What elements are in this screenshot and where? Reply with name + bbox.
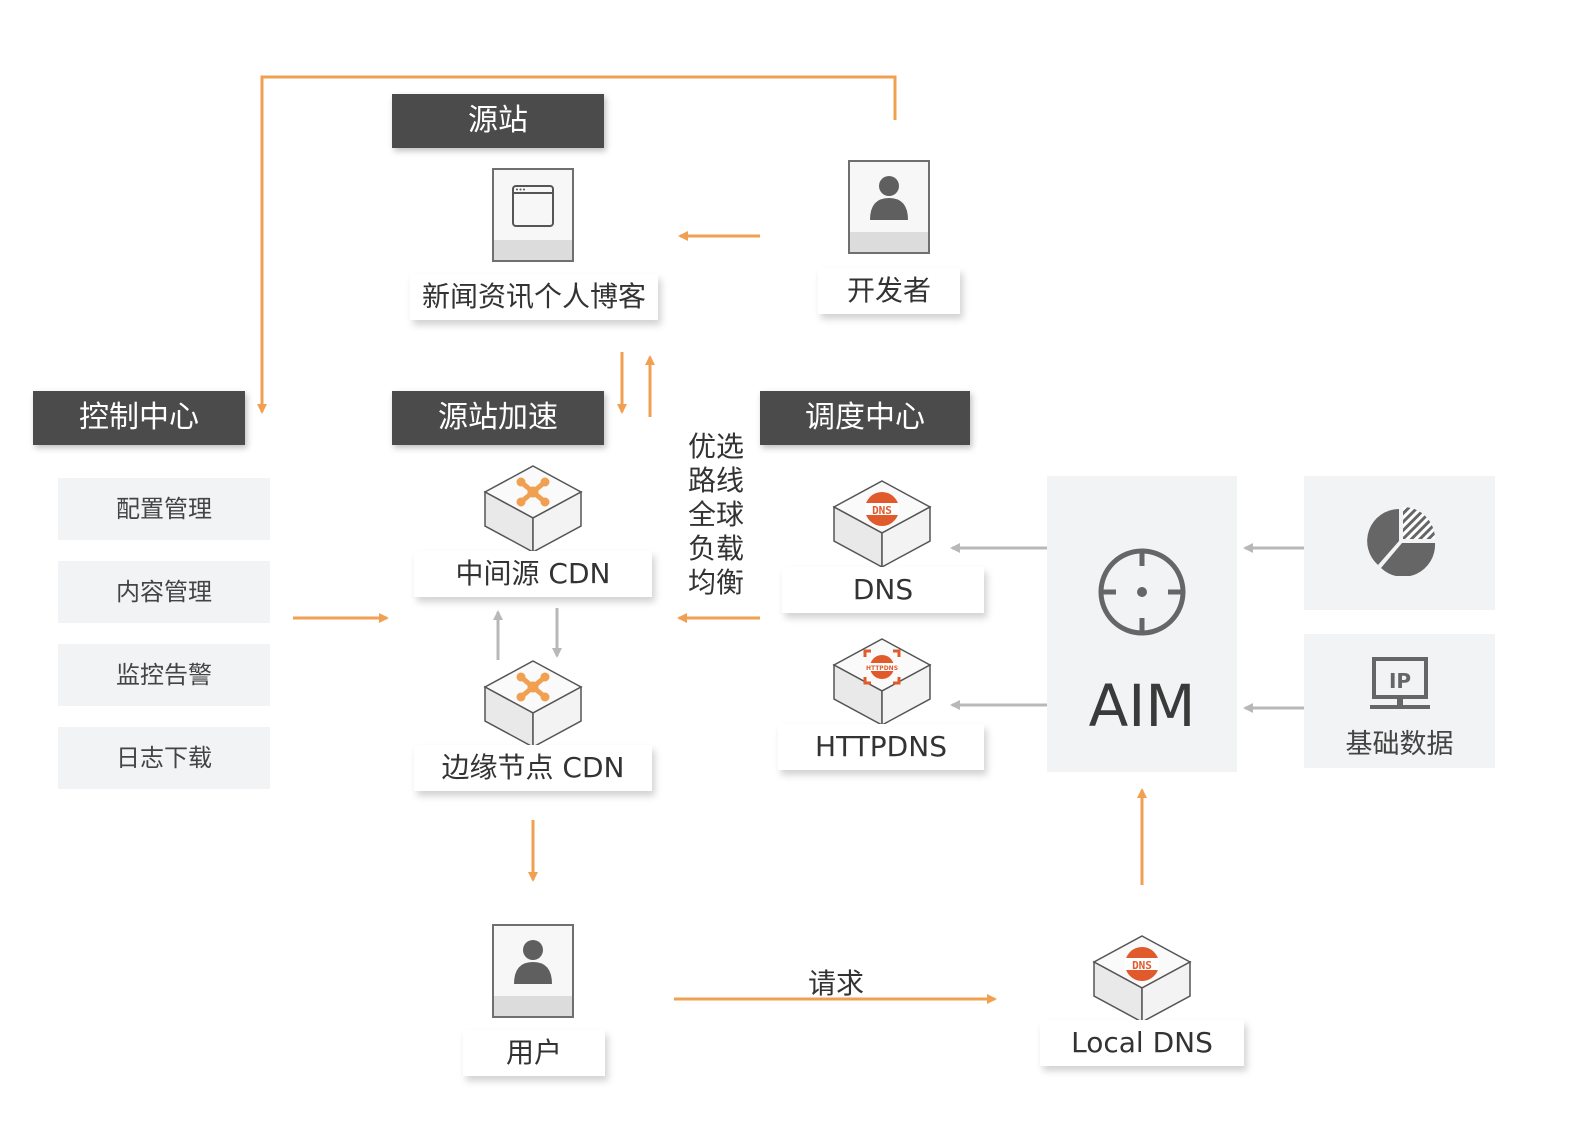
- stats-box: [1304, 476, 1495, 610]
- local-dns-node-icon: DNS: [1092, 935, 1192, 1024]
- dns-icon-text: DNS: [872, 504, 892, 517]
- httpdns-label: HTTPDNS: [778, 724, 984, 770]
- origin-panel-title: 源站: [392, 94, 604, 148]
- menu-content-management[interactable]: 内容管理: [58, 561, 270, 623]
- pie-chart-icon: [1367, 507, 1436, 576]
- control-center-title: 控制中心: [33, 391, 245, 445]
- developer-label: 开发者: [818, 268, 960, 314]
- request-label: 请求: [808, 967, 865, 1000]
- local-dns-label: Local DNS: [1040, 1020, 1244, 1066]
- dns-node-icon: DNS: [832, 480, 932, 569]
- aim-label: AIM: [1088, 672, 1196, 740]
- httpdns-icon-text: HTTPDNS: [866, 665, 898, 672]
- routing-line-4: 负载: [687, 532, 744, 565]
- edge-cdn-label: 边缘节点 CDN: [414, 745, 652, 791]
- origin-acceleration-title: 源站加速: [392, 391, 604, 445]
- browser-window-icon: [492, 168, 574, 262]
- routing-label: 优选 路线 全球 负载 均衡: [686, 430, 746, 600]
- httpdns-node-icon: HTTPDNS: [832, 638, 932, 727]
- origin-label: 新闻资讯个人博客: [410, 274, 658, 320]
- user-icon: [492, 924, 574, 1018]
- browser-window-glyph: [512, 185, 554, 227]
- routing-line-5: 均衡: [687, 566, 744, 599]
- dns-label: DNS: [782, 567, 984, 613]
- routing-line-3: 全球: [687, 498, 744, 531]
- mid-cdn-label: 中间源 CDN: [414, 551, 652, 597]
- menu-config-management[interactable]: 配置管理: [58, 478, 270, 540]
- local-dns-icon-text: DNS: [1132, 959, 1152, 972]
- routing-line-2: 路线: [687, 464, 744, 497]
- scheduling-center-title: 调度中心: [760, 391, 970, 445]
- crosshair-icon: [1098, 548, 1186, 636]
- edge-cdn-node-icon: [483, 660, 583, 749]
- routing-line-1: 优选: [687, 430, 744, 463]
- menu-log-download[interactable]: 日志下载: [58, 727, 270, 789]
- base-data-label: 基础数据: [1345, 729, 1454, 760]
- menu-monitoring-alerts[interactable]: 监控告警: [58, 644, 270, 706]
- mid-cdn-node-icon: [483, 465, 583, 554]
- ip-icon-text: IP: [1389, 669, 1411, 693]
- ip-monitor-icon: IP: [1370, 657, 1430, 709]
- developer-user-icon: [848, 160, 930, 254]
- user-label: 用户: [463, 1030, 605, 1076]
